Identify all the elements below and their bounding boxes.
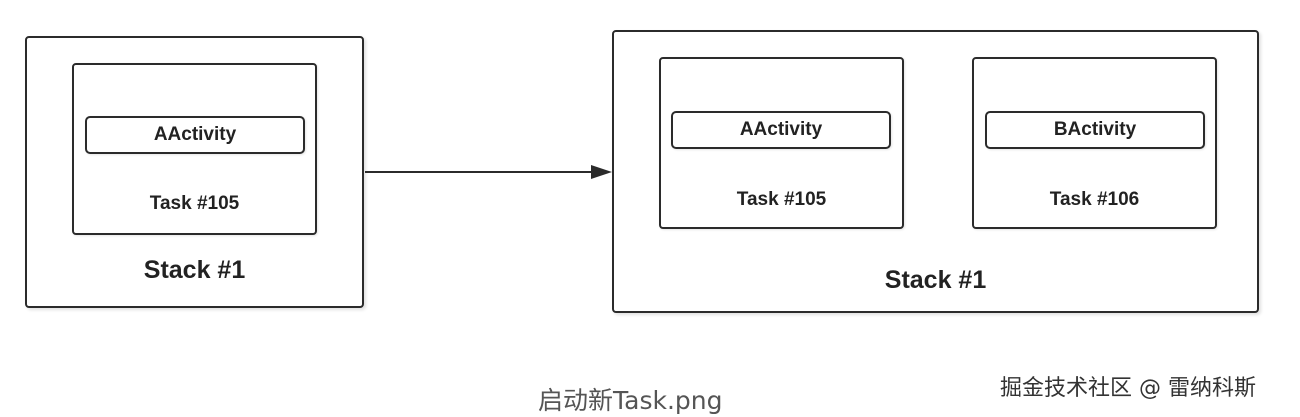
left-task-label: Task #105 [149, 193, 240, 214]
watermark-text: 掘金技术社区 @ 雷纳科斯 [1000, 376, 1256, 401]
left-stack-label: Stack #1 [143, 256, 246, 284]
right-aactivity-box: AActivity [671, 111, 891, 149]
right-bactivity-box: BActivity [985, 111, 1205, 149]
right-bactivity-label: BActivity [1053, 119, 1137, 140]
right-task-105-label: Task #105 [736, 189, 827, 210]
left-aactivity-box: AActivity [85, 116, 305, 154]
right-task-106-label: Task #106 [1049, 189, 1140, 210]
image-caption: 启动新Task.png [538, 386, 723, 415]
right-stack-label: Stack #1 [884, 266, 987, 294]
right-aactivity-label: AActivity [739, 119, 823, 140]
left-aactivity-label: AActivity [153, 124, 237, 145]
